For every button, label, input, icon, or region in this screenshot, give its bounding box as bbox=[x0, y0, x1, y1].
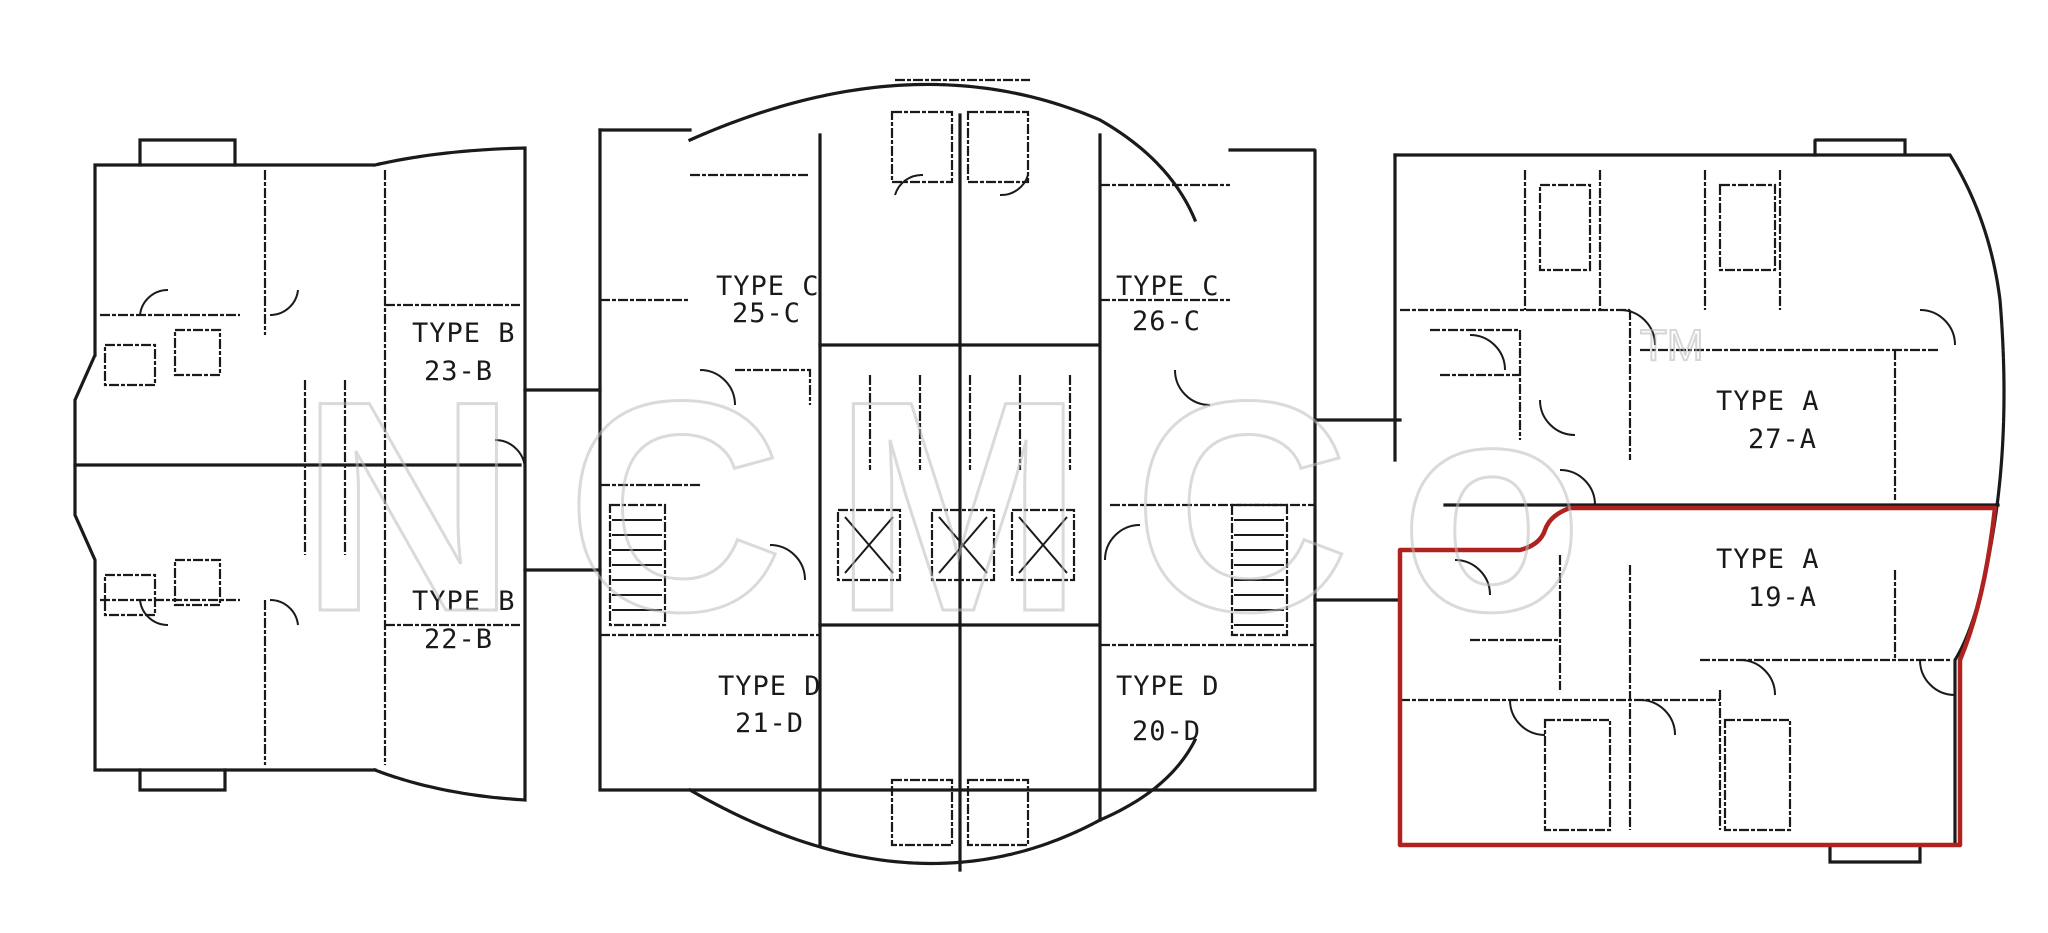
unit-label-22: TYPE B 22-B bbox=[412, 586, 516, 655]
unit-type-text: TYPE C bbox=[716, 271, 820, 302]
unit-label-26: TYPE C 26-C bbox=[1116, 271, 1220, 337]
unit-label-20: TYPE D 20-D bbox=[1116, 671, 1220, 747]
unit-number-text: 20-D bbox=[1132, 716, 1201, 747]
center-block bbox=[598, 78, 1317, 872]
unit-number-text: 19-A bbox=[1748, 582, 1817, 613]
trademark-text: TM bbox=[1640, 321, 1704, 370]
unit-number-text: 25-C bbox=[732, 298, 801, 329]
stair-icon bbox=[608, 503, 667, 627]
unit-number-text: 22-B bbox=[424, 624, 493, 655]
elevator-icon bbox=[930, 508, 996, 582]
unit-type-text: TYPE A bbox=[1716, 544, 1820, 575]
unit-type-text: TYPE B bbox=[412, 586, 516, 617]
unit-type-text: TYPE D bbox=[718, 671, 822, 702]
unit-type-text: TYPE C bbox=[1116, 271, 1220, 302]
elevator-icon bbox=[1010, 508, 1076, 582]
stair-icon bbox=[1230, 503, 1289, 637]
unit-type-text: TYPE B bbox=[412, 318, 516, 349]
unit-number-text: 27-A bbox=[1748, 424, 1817, 455]
unit-number-text: 21-D bbox=[735, 708, 804, 739]
selected-unit-outline bbox=[1397, 505, 1998, 848]
unit-number-text: 26-C bbox=[1132, 306, 1201, 337]
unit-label-23: TYPE B 23-B bbox=[412, 318, 516, 387]
elevator-icon bbox=[836, 508, 902, 582]
unit-label-19: TYPE A 19-A bbox=[1716, 544, 1820, 613]
unit-label-27: TYPE A 27-A bbox=[1716, 386, 1820, 455]
unit-label-25: TYPE C 25-C bbox=[716, 271, 820, 329]
unit-type-text: TYPE D bbox=[1116, 671, 1220, 702]
watermark-text: NCMCo bbox=[300, 338, 1633, 674]
unit-label-21: TYPE D 21-D bbox=[718, 671, 822, 739]
unit-number-text: 23-B bbox=[424, 356, 493, 387]
unit-type-text: TYPE A bbox=[1716, 386, 1820, 417]
left-wing bbox=[73, 138, 527, 802]
